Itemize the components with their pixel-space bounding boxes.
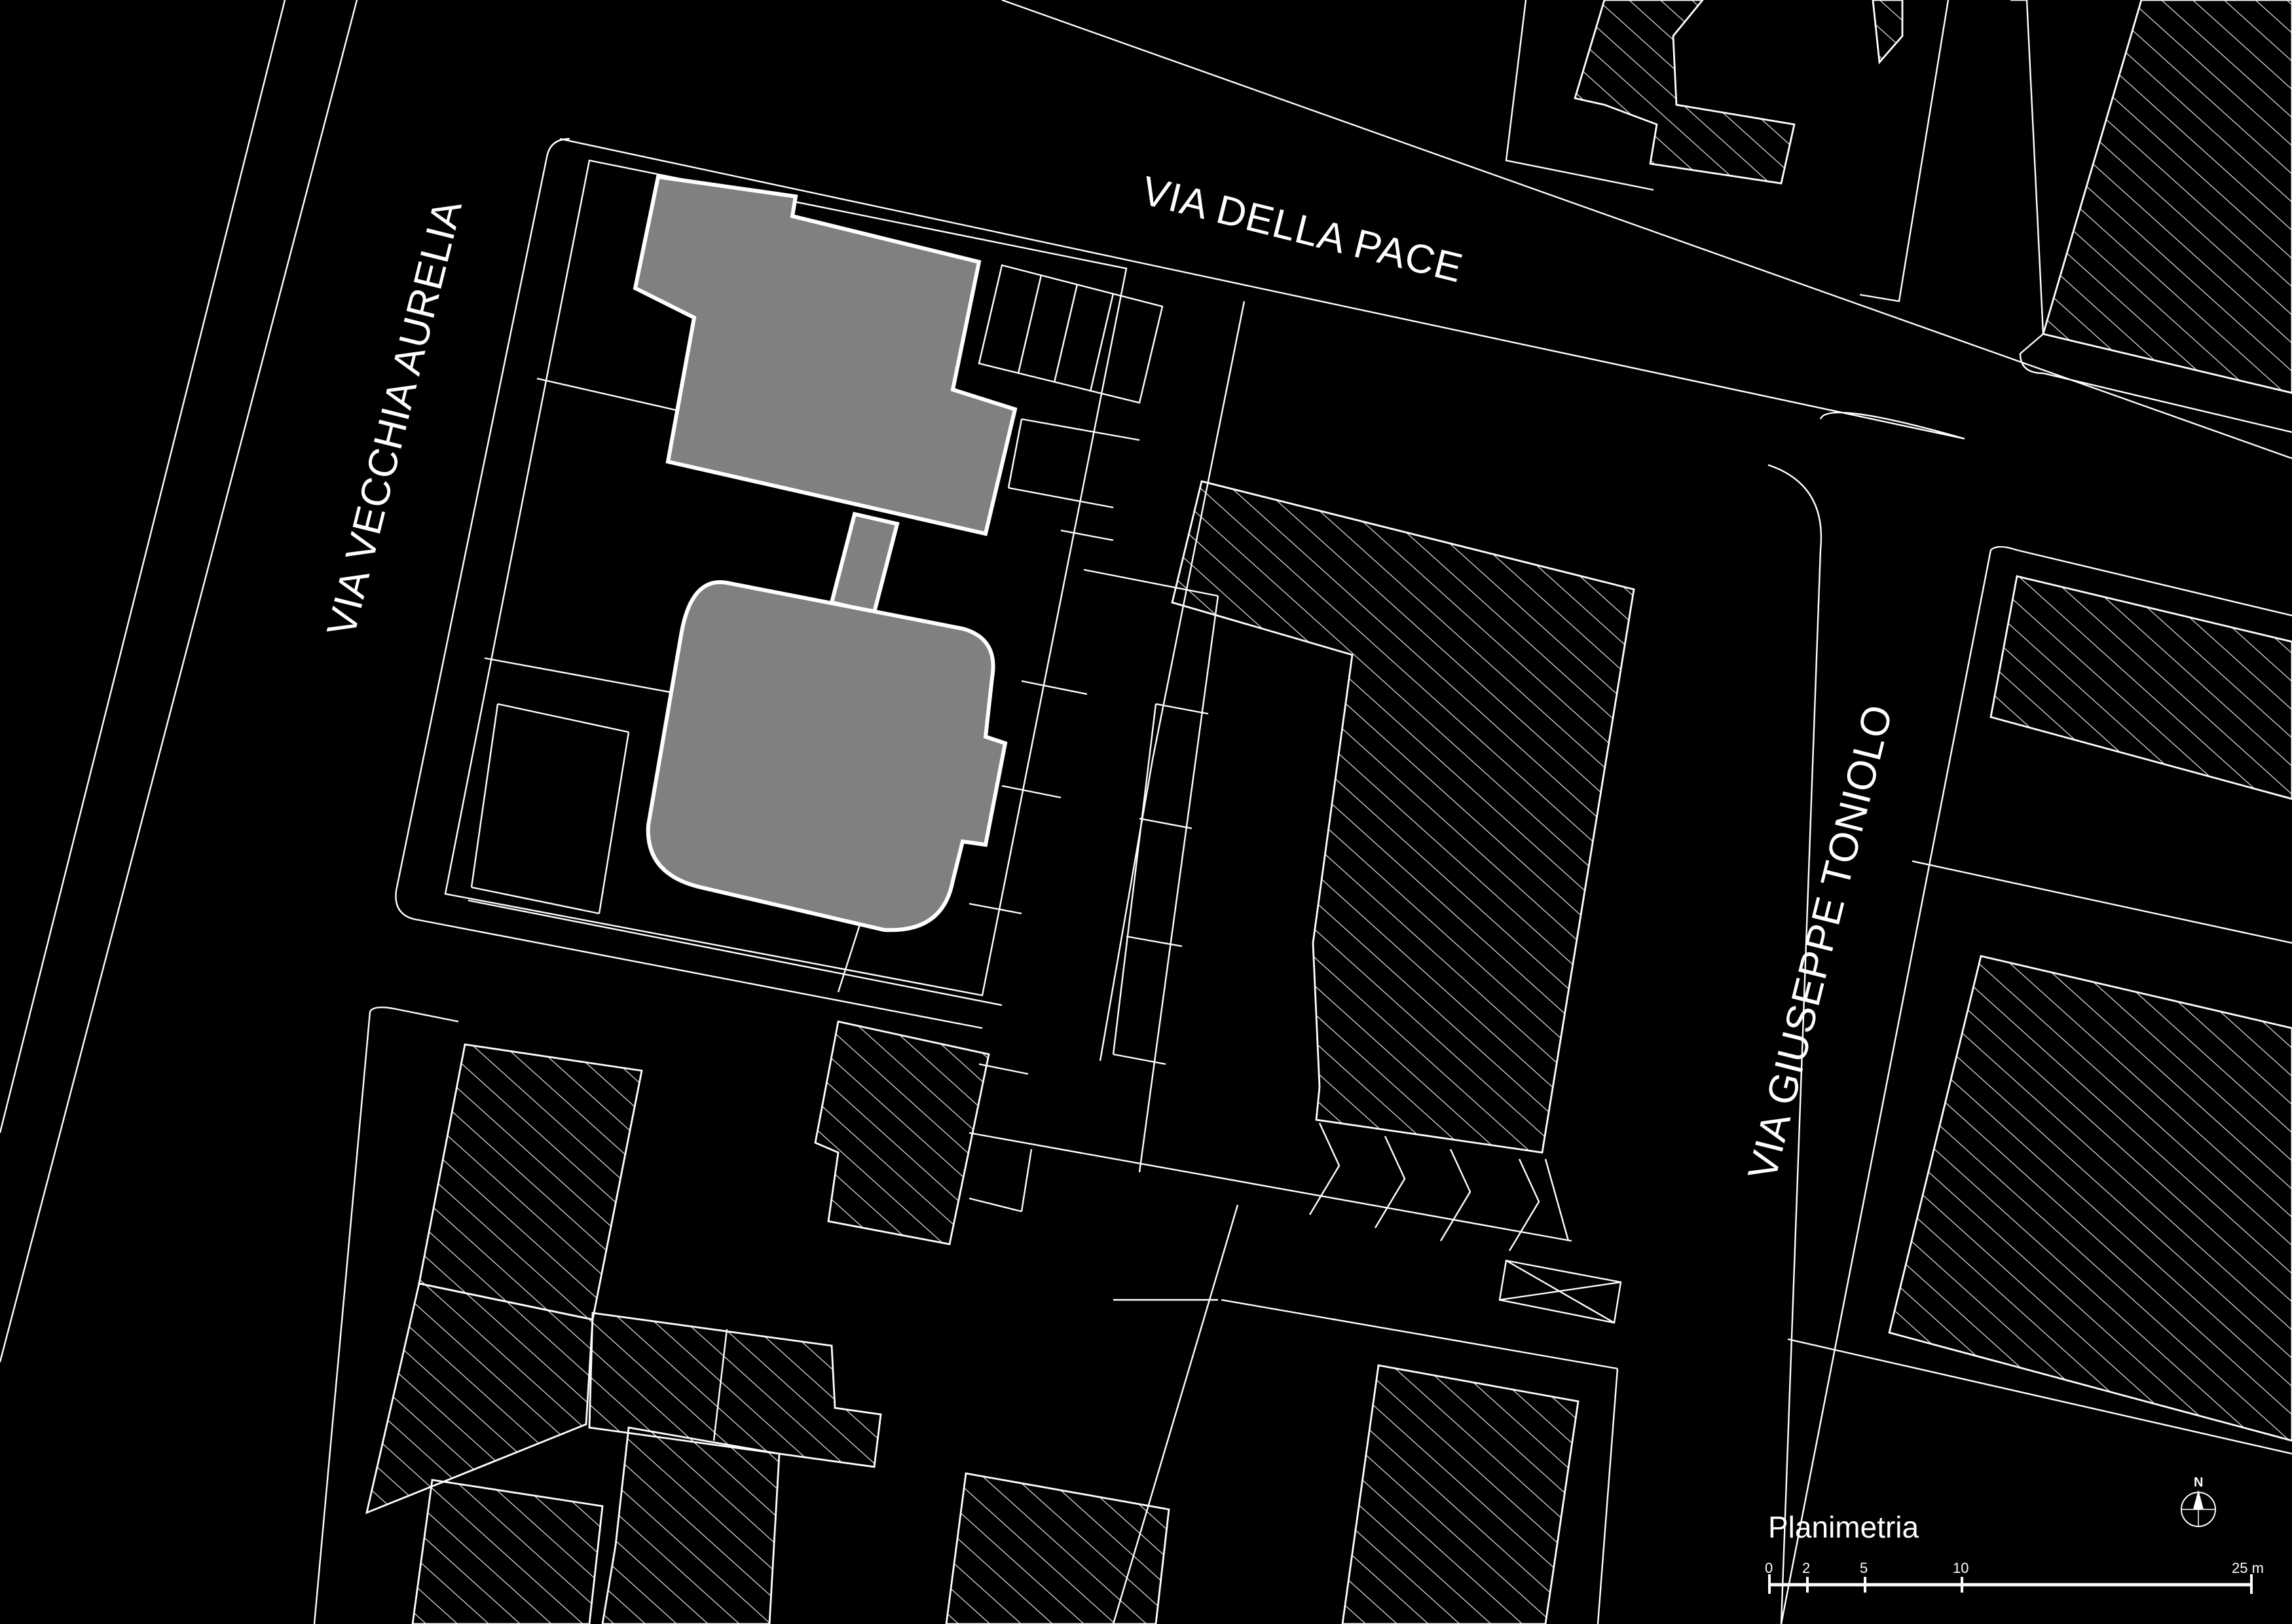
building-south-right-2	[411, 1479, 604, 1624]
legend: Planimetria 0 2 5 10 25 m	[1765, 1510, 2264, 1594]
scale-label-25: 25 m	[2232, 1560, 2264, 1576]
project-building	[633, 174, 1018, 932]
building-east-block	[1171, 480, 1635, 1154]
parking-stalls	[978, 264, 1164, 404]
building-south-small	[814, 1020, 990, 1246]
building-north-2	[1872, 0, 1904, 65]
legend-title: Planimetria	[1768, 1510, 1919, 1544]
building-east-2	[1888, 955, 2292, 1442]
other-parcels	[313, 0, 2292, 1624]
building-south-mid-2	[601, 1426, 781, 1624]
scale-label-5: 5	[1860, 1560, 1868, 1576]
project-parcels	[444, 159, 1246, 1061]
building-northeast	[2042, 0, 2292, 394]
building-south-left-2	[365, 1282, 594, 1515]
north-label: N	[2194, 1475, 2203, 1490]
building-south-center	[945, 1472, 1170, 1624]
scale-label-0: 0	[1765, 1560, 1773, 1576]
north-arrow-icon: N	[2181, 1475, 2216, 1527]
scale-label-10: 10	[1953, 1560, 1969, 1576]
building-north-1	[1574, 0, 1796, 185]
building-south-right	[1341, 1364, 1580, 1624]
existing-buildings	[365, 0, 2292, 1624]
project-building-north	[633, 174, 1018, 536]
ramp-markings	[1308, 1122, 1622, 1324]
scale-label-2: 2	[1802, 1560, 1810, 1576]
building-south-mid	[588, 1312, 882, 1468]
project-building-south	[646, 580, 1008, 932]
building-east-1	[1989, 575, 2292, 800]
